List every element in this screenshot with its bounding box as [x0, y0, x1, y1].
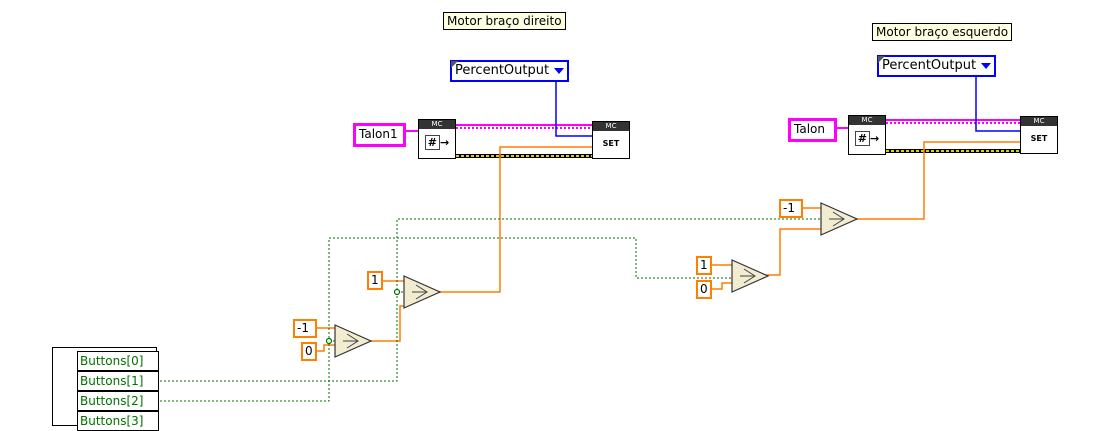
button-row-0: Buttons[0]	[77, 351, 159, 371]
label-motor-right: Motor braço direito	[443, 12, 566, 30]
mc-set-node-left[interactable]: MC SET	[1020, 116, 1058, 154]
mc-set-label: SET	[1030, 134, 1048, 143]
boolean-wires	[156, 218, 822, 402]
buttons-unbundle-cluster[interactable]: Buttons[0] Buttons[1] Buttons[2] Buttons…	[52, 347, 159, 431]
button-row-1: Buttons[1]	[77, 371, 159, 391]
mc-open-node-right[interactable]: MC #→	[418, 119, 456, 159]
const-1-b[interactable]: 1	[696, 256, 712, 275]
ref-talon[interactable]: Talon	[788, 118, 837, 142]
const-0-a[interactable]: 0	[301, 342, 317, 361]
button-row-2: Buttons[2]	[77, 391, 159, 411]
enum-value: PercentOutput	[455, 63, 550, 78]
enum-wire-left	[975, 75, 1020, 132]
mc-open-node-left[interactable]: MC #→	[848, 115, 886, 155]
ref-talon1[interactable]: Talon1	[353, 123, 406, 147]
dropdown-arrow-icon[interactable]	[554, 67, 565, 74]
mc-header: MC	[849, 116, 885, 125]
enum-percent-output-right[interactable]: PercentOutput	[450, 60, 570, 82]
enum-wire-right	[555, 80, 592, 137]
reference-wire-left	[836, 119, 1020, 129]
mc-open-icon: #→	[849, 125, 885, 153]
const-neg1-b[interactable]: -1	[779, 199, 803, 218]
select-function-4[interactable]	[820, 202, 859, 236]
enum-value: PercentOutput	[882, 58, 977, 73]
mc-header: MC	[419, 120, 455, 129]
mc-header: MC	[593, 122, 629, 131]
wire-junction-2	[393, 288, 401, 296]
const-1-a[interactable]: 1	[367, 271, 383, 290]
mc-set-label: SET	[602, 139, 620, 148]
mc-header: MC	[1021, 117, 1057, 126]
enum-corner-icon	[451, 61, 458, 68]
mc-set-node-right[interactable]: MC SET	[592, 121, 630, 159]
wire-junction-1	[325, 337, 333, 345]
reference-wire-right	[405, 124, 592, 132]
button-row-3: Buttons[3]	[77, 411, 159, 431]
enum-percent-output-left[interactable]: PercentOutput	[877, 55, 997, 77]
numeric-wires	[316, 141, 1020, 352]
select-function-2[interactable]	[403, 275, 442, 309]
mc-open-icon: #→	[419, 129, 455, 157]
select-function-1[interactable]	[334, 324, 373, 358]
const-neg1-a[interactable]: -1	[293, 319, 317, 338]
const-0-b[interactable]: 0	[696, 280, 712, 299]
label-motor-left: Motor braço esquerdo	[872, 23, 1013, 41]
enum-corner-icon	[878, 56, 885, 63]
dropdown-arrow-icon[interactable]	[981, 62, 992, 69]
select-function-3[interactable]	[731, 259, 770, 293]
